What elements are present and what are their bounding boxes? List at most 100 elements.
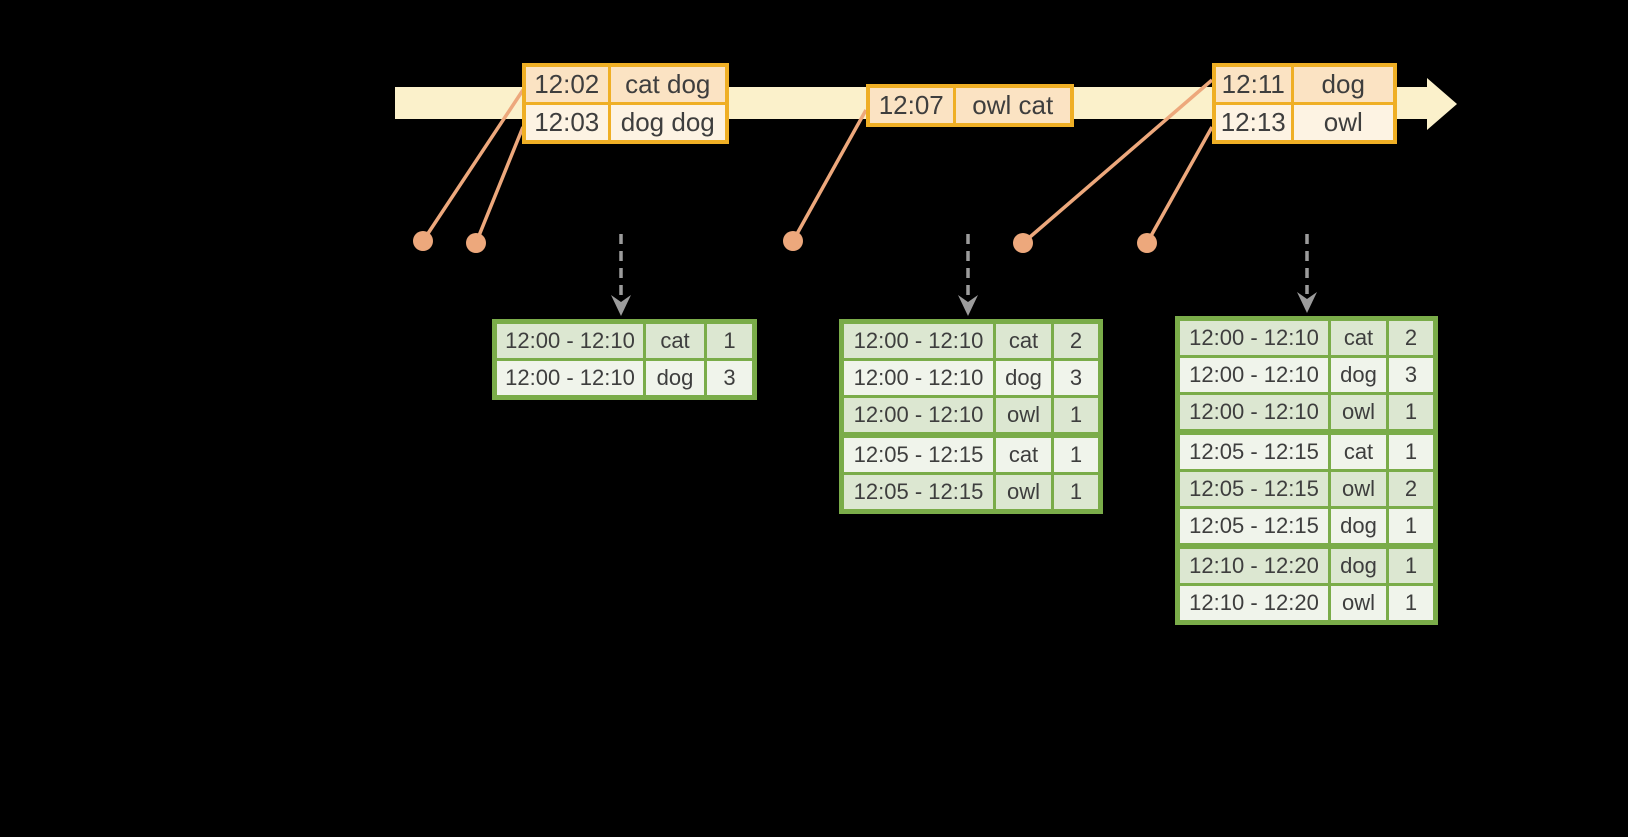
word-cell: owl	[1328, 469, 1389, 509]
event-dot	[783, 231, 803, 251]
count-cell: 2	[1386, 469, 1437, 509]
word-cell: dog	[1328, 544, 1389, 586]
event-connector-line	[1021, 78, 1214, 245]
count-cell: 1	[1051, 472, 1102, 513]
window-cell: 12:00 - 12:10	[493, 320, 646, 361]
event-connector-line	[1145, 126, 1214, 244]
count-cell: 3	[1051, 358, 1102, 398]
event-words-cell: cat dog	[607, 63, 729, 105]
count-cell: 1	[1386, 392, 1437, 435]
event-time-cell: 12:13	[1212, 102, 1294, 144]
window-cell: 12:00 - 12:10	[493, 358, 646, 399]
window-cell: 12:00 - 12:10	[1176, 317, 1331, 358]
word-cell: owl	[993, 395, 1054, 438]
window-cell: 12:10 - 12:20	[1176, 544, 1331, 586]
count-cell: 1	[1386, 430, 1437, 472]
event-words-cell: dog	[1290, 63, 1397, 105]
trigger-arrow-head-icon	[1297, 292, 1317, 313]
window-cell: 12:10 - 12:20	[1176, 583, 1331, 624]
window-cell: 12:00 - 12:10	[840, 395, 996, 438]
event-dot	[466, 233, 486, 253]
event-time-cell: 12:02	[522, 63, 611, 105]
trigger-arrow-head-icon	[611, 295, 631, 316]
window-cell: 12:05 - 12:15	[1176, 430, 1331, 472]
word-cell: cat	[1328, 317, 1389, 358]
event-dot	[1137, 233, 1157, 253]
word-cell: cat	[993, 433, 1054, 475]
event-dot	[413, 231, 433, 251]
word-cell: owl	[1328, 583, 1389, 624]
event-time-cell: 12:03	[522, 102, 611, 144]
window-cell: 12:05 - 12:15	[1176, 506, 1331, 549]
window-cell: 12:05 - 12:15	[1176, 469, 1331, 509]
count-cell: 1	[1386, 506, 1437, 549]
window-cell: 12:05 - 12:15	[840, 472, 996, 513]
count-cell: 1	[1386, 583, 1437, 624]
window-cell: 12:05 - 12:15	[840, 433, 996, 475]
word-cell: owl	[993, 472, 1054, 513]
event-connector-line	[791, 109, 868, 242]
word-cell: dog	[1328, 355, 1389, 395]
window-cell: 12:00 - 12:10	[1176, 392, 1331, 435]
word-cell: cat	[993, 320, 1054, 361]
event-words-cell: dog dog	[607, 102, 729, 144]
word-cell: cat	[643, 320, 707, 361]
count-cell: 1	[704, 320, 756, 361]
trigger-arrow-head-icon	[958, 295, 978, 316]
event-words-cell: owl cat	[952, 84, 1074, 127]
event-time-cell: 12:07	[866, 84, 956, 127]
word-cell: dog	[1328, 506, 1389, 549]
window-cell: 12:00 - 12:10	[840, 358, 996, 398]
word-cell: owl	[1328, 392, 1389, 435]
count-cell: 3	[704, 358, 756, 399]
event-words-cell: owl	[1290, 102, 1397, 144]
count-cell: 2	[1051, 320, 1102, 361]
word-cell: dog	[993, 358, 1054, 398]
event-connector-line	[474, 126, 525, 244]
count-cell: 1	[1386, 544, 1437, 586]
event-dot	[1013, 233, 1033, 253]
event-connector-line	[421, 89, 525, 242]
timeline-arrowhead-icon	[1427, 78, 1457, 130]
window-cell: 12:00 - 12:10	[840, 320, 996, 361]
word-cell: cat	[1328, 430, 1389, 472]
word-cell: dog	[643, 358, 707, 399]
count-cell: 3	[1386, 355, 1437, 395]
event-time-cell: 12:11	[1212, 63, 1294, 105]
count-cell: 1	[1051, 395, 1102, 438]
count-cell: 1	[1051, 433, 1102, 475]
